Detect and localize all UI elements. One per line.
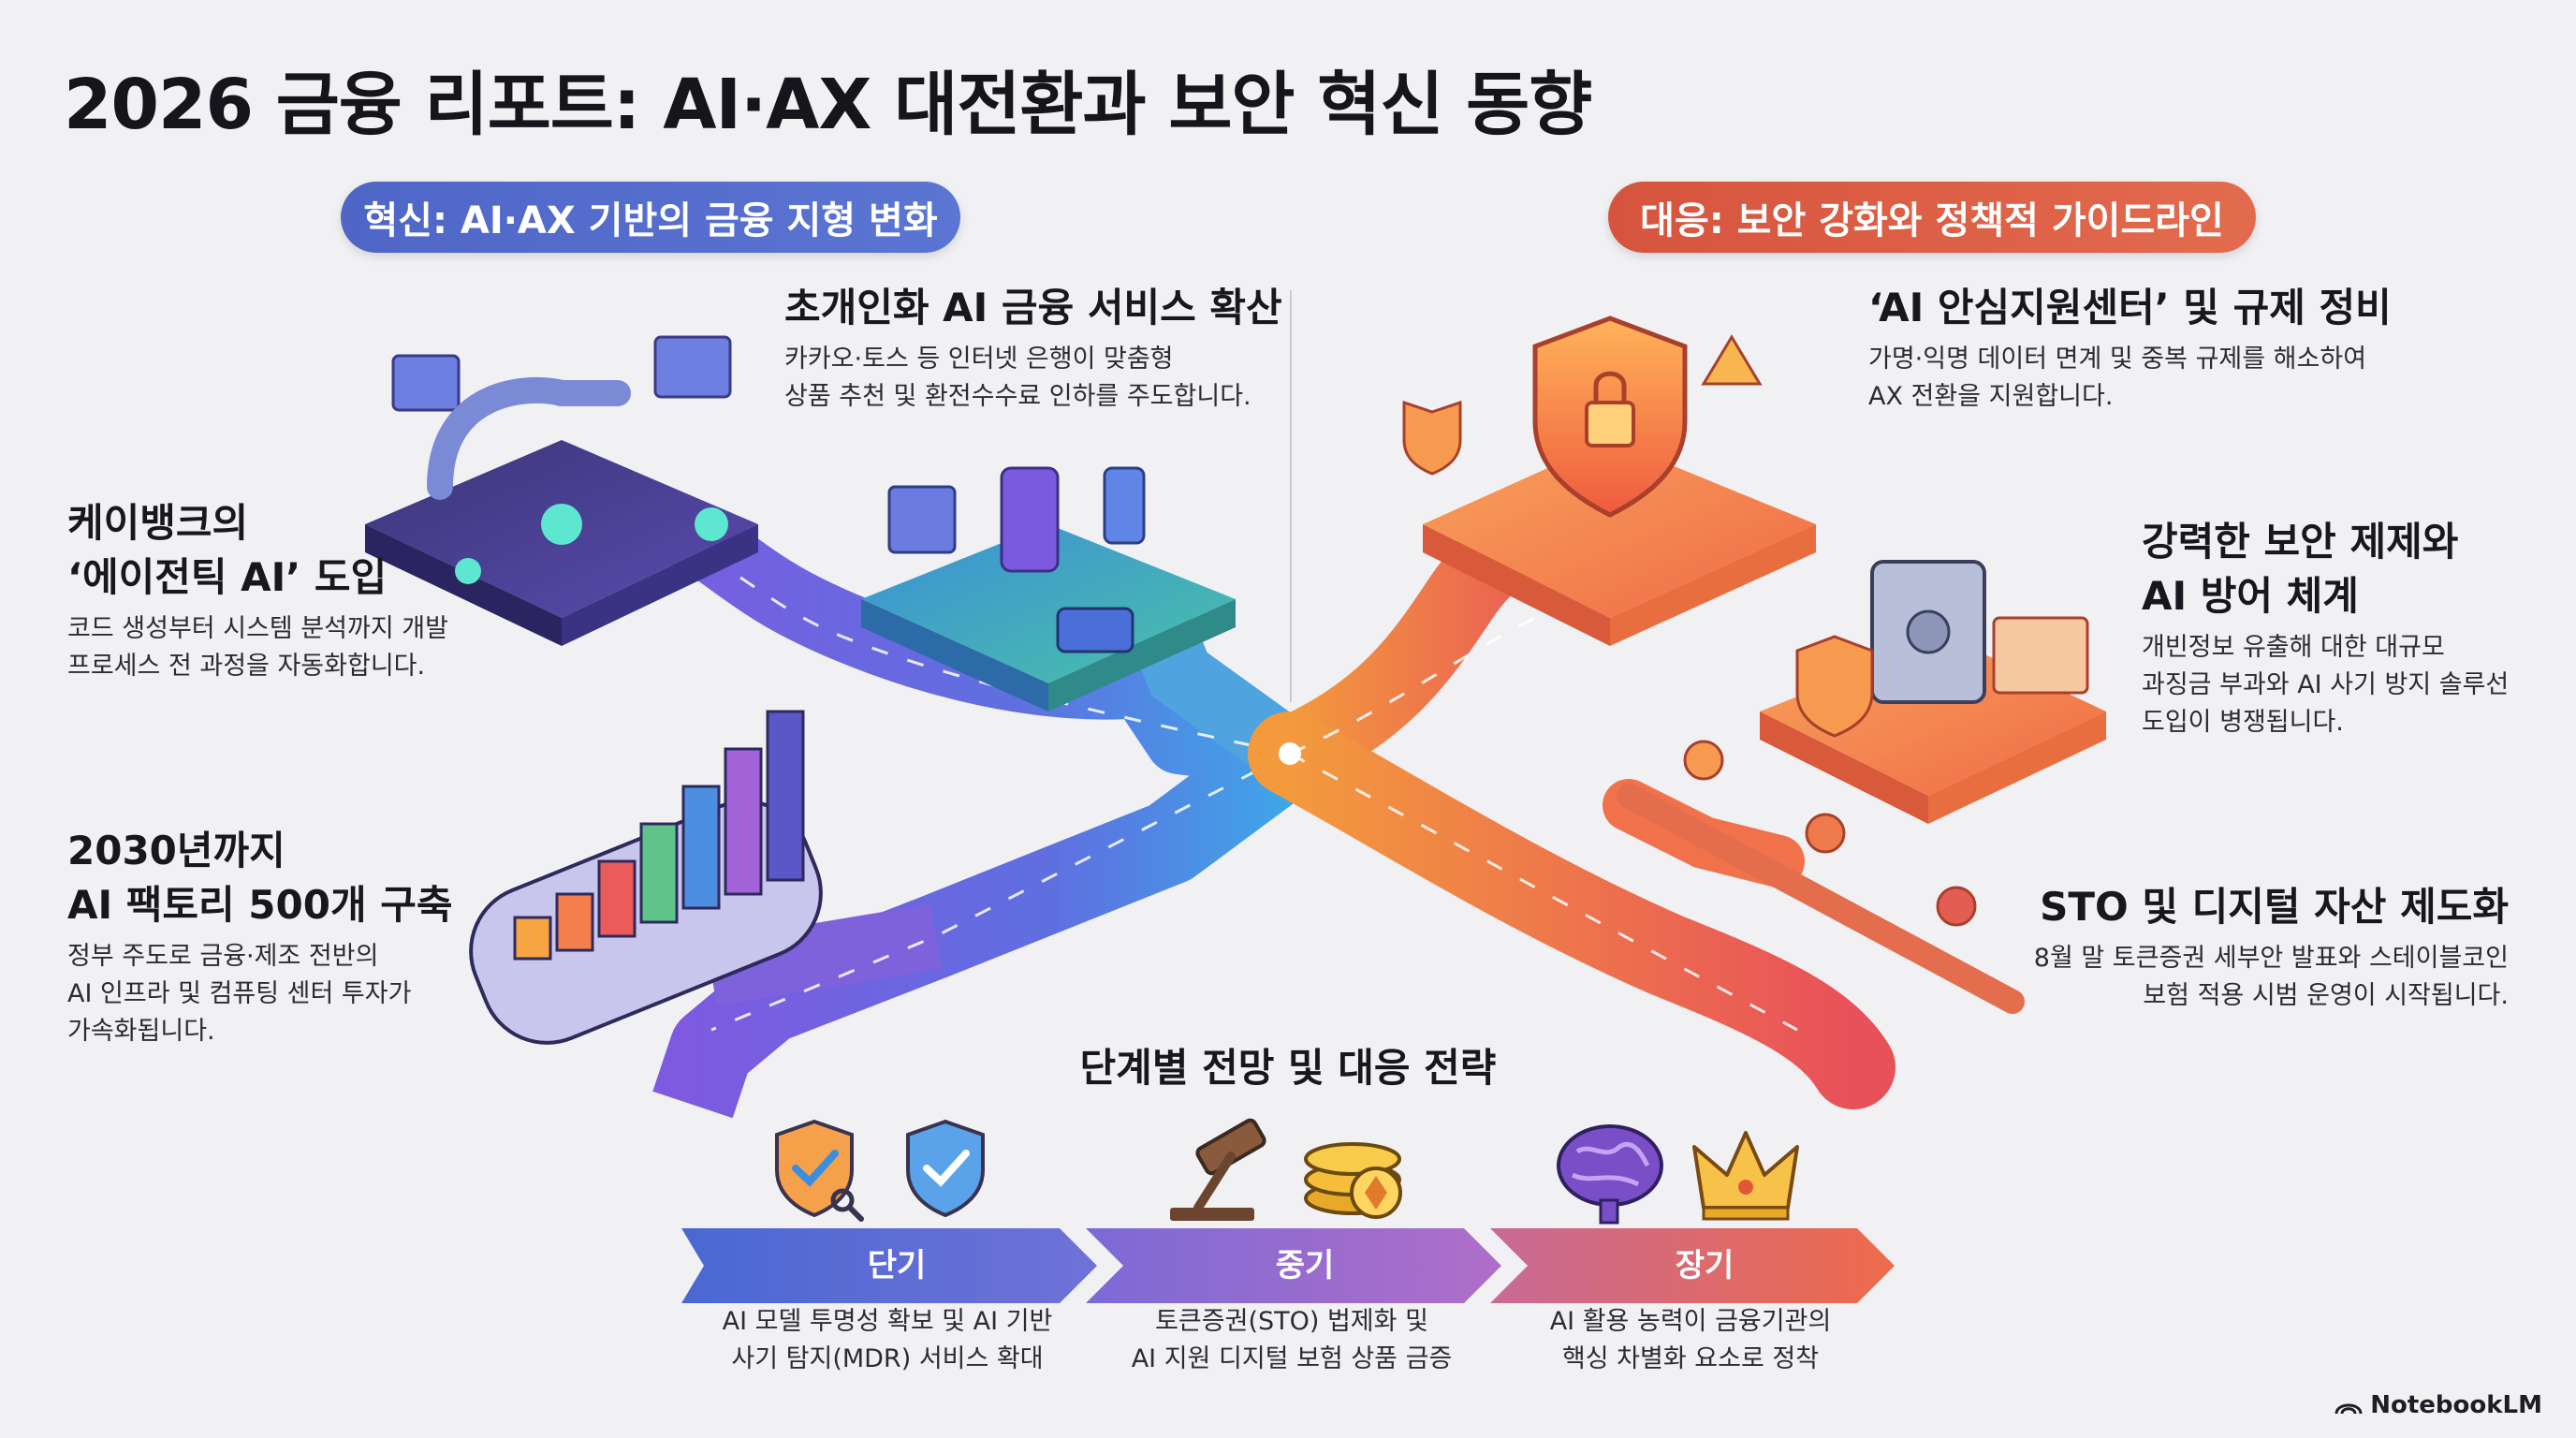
ai-factory-desc-2: AI 인프라 및 컴퓨팅 센터 투자가	[67, 979, 412, 1008]
sto-desc-2: 보험 적용 시범 운영이 시작됩니다.	[2143, 981, 2509, 1010]
personalized-ai-desc-1: 카카오·토스 등 인터넷 은행이 맞춤형	[784, 345, 1174, 374]
short-term-icons	[775, 1119, 985, 1222]
personalized-ai-section: 초개인화 AI 금융 서비스 확산 카카오·토스 등 인터넷 은행이 맞춤형 상…	[784, 281, 1282, 416]
crown-icon	[1692, 1131, 1799, 1221]
ai-factory-title-2: AI 팩토리 500개 구축	[67, 882, 453, 928]
sto-desc-1: 8월 말 토큰증권 세부안 발표와 스테이블코인	[2033, 944, 2509, 973]
shield-check-icon	[906, 1119, 985, 1218]
mid-term-desc-1: 토큰증권(STO) 법제화 및	[1155, 1307, 1428, 1336]
kbank-desc-1: 코드 생성부터 시스템 분석까지 개발	[67, 614, 448, 643]
mobile-finance-platform	[861, 466, 1236, 712]
sto-section: STO 및 디지털 자산 제도화 8월 말 토큰증권 세부안 발표와 스테이블코…	[2034, 880, 2509, 1015]
security-desc-2: 과징금 부과와 AI 사기 방지 솔루선	[2142, 670, 2510, 699]
security-title-1: 강력한 보안 제제와	[2142, 519, 2459, 565]
long-term-desc: AI 활용 농력이 금융기관의 핵싱 차별화 요소로 정착	[1485, 1303, 1896, 1378]
mid-term-icons	[1170, 1118, 1402, 1221]
strategy-title-text: 단계별 전망 및 대응 전략	[1079, 1045, 1497, 1091]
sto-title: STO 및 디지털 자산 제도화	[2040, 884, 2509, 930]
kbank-title-1: 케이뱅크의	[67, 500, 249, 546]
stage-arrows	[681, 1228, 1895, 1303]
ai-factory-title-1: 2030년까지	[67, 828, 285, 873]
mid-term-desc: 토큰증권(STO) 법제화 및 AI 지원 디지털 보험 상품 금증	[1086, 1303, 1498, 1378]
security-defense-section: 강력한 보안 제제와 AI 방어 체계 개빈정보 유출해 대한 대규모 과징금 …	[2142, 515, 2509, 741]
page-title: 2026 금융 리포트: AI·AX 대전환과 보안 혁신 동향	[64, 65, 1592, 145]
support-center-desc-2: AX 전환을 지원합니다.	[1868, 382, 2114, 411]
short-term-desc-1: AI 모델 투명성 확보 및 AI 기반	[722, 1307, 1053, 1336]
kbank-title-2: ‘에이전틱 AI’ 도입	[67, 554, 388, 600]
notebooklm-logo-icon	[2334, 1403, 2363, 1415]
agentic-ai-platform	[365, 335, 758, 646]
short-term-desc-2: 사기 탐지(MDR) 서비스 확대	[731, 1344, 1044, 1373]
safe-defense-platform	[1760, 560, 2106, 824]
long-term-desc-1: AI 활용 농력이 금융기관의	[1549, 1307, 1832, 1336]
ai-factory-desc-3: 가속화됩니다.	[67, 1017, 215, 1046]
personalized-ai-desc-2: 상품 추천 및 환전수수료 인하를 주도합니다.	[784, 382, 1251, 411]
notebooklm-logo-text: NotebookLM	[2370, 1391, 2542, 1419]
stage-timeline: 단기 중기 장기	[681, 1228, 1895, 1303]
support-center-desc-1: 가명·익명 데이터 면계 및 중복 규제를 해소하여	[1868, 345, 2367, 374]
ai-factory-section: 2030년까지 AI 팩토리 500개 구축 정부 주도로 금융·제조 전반의 …	[67, 824, 453, 1050]
ai-support-center-section: ‘AI 안심지원센터’ 및 규제 정비 가명·익명 데이터 면계 및 중복 규제…	[1868, 281, 2392, 416]
strategy-title: 단계별 전망 및 대응 전략	[1007, 1041, 1569, 1095]
personalized-ai-title: 초개인화 AI 금융 서비스 확산	[784, 285, 1282, 330]
support-center-title: ‘AI 안심지원센터’ 및 규제 정비	[1868, 285, 2392, 330]
kbank-desc-2: 프로세스 전 과정을 자동화합니다.	[67, 652, 426, 681]
security-desc-3: 도입이 병쟁됩니다.	[2142, 708, 2344, 737]
notebooklm-logo: NotebookLM	[2334, 1391, 2542, 1419]
brain-icon	[1557, 1124, 1663, 1225]
short-term-desc: AI 모델 투명성 확보 및 AI 기반 사기 탐지(MDR) 서비스 확대	[681, 1303, 1093, 1378]
ai-factory-desc-1: 정부 주도로 금융·제조 전반의	[67, 942, 379, 971]
shield-magnifier-icon	[775, 1119, 864, 1222]
security-desc-1: 개빈정보 유출해 대한 대규모	[2142, 633, 2445, 662]
stage-short-term: 단기	[867, 1247, 927, 1284]
gavel-icon	[1170, 1118, 1266, 1221]
long-term-icons	[1557, 1124, 1799, 1225]
security-title-2: AI 방어 체계	[2142, 573, 2359, 619]
mid-term-desc-2: AI 지원 디지털 보험 상품 금증	[1131, 1344, 1453, 1373]
center-divider	[1290, 290, 1292, 702]
stage-mid-term: 중기	[1275, 1247, 1335, 1284]
ai-factory-chart	[469, 710, 823, 1045]
innovation-header: 혁신: AI·AX 기반의 금융 지형 변화	[341, 182, 960, 253]
sto-timeline-ramp	[1617, 740, 2025, 1014]
stage-long-term: 장기	[1675, 1247, 1734, 1284]
long-term-desc-2: 핵싱 차별화 요소로 정착	[1561, 1344, 1820, 1373]
security-center-platform	[1402, 315, 1816, 646]
coin-stack-icon	[1304, 1142, 1402, 1219]
kbank-agentic-ai-section: 케이뱅크의 ‘에이전틱 AI’ 도입 코드 생성부터 시스템 분석까지 개발 프…	[67, 496, 448, 685]
response-header: 대응: 보안 강화와 정책적 가이드라인	[1608, 182, 2256, 253]
